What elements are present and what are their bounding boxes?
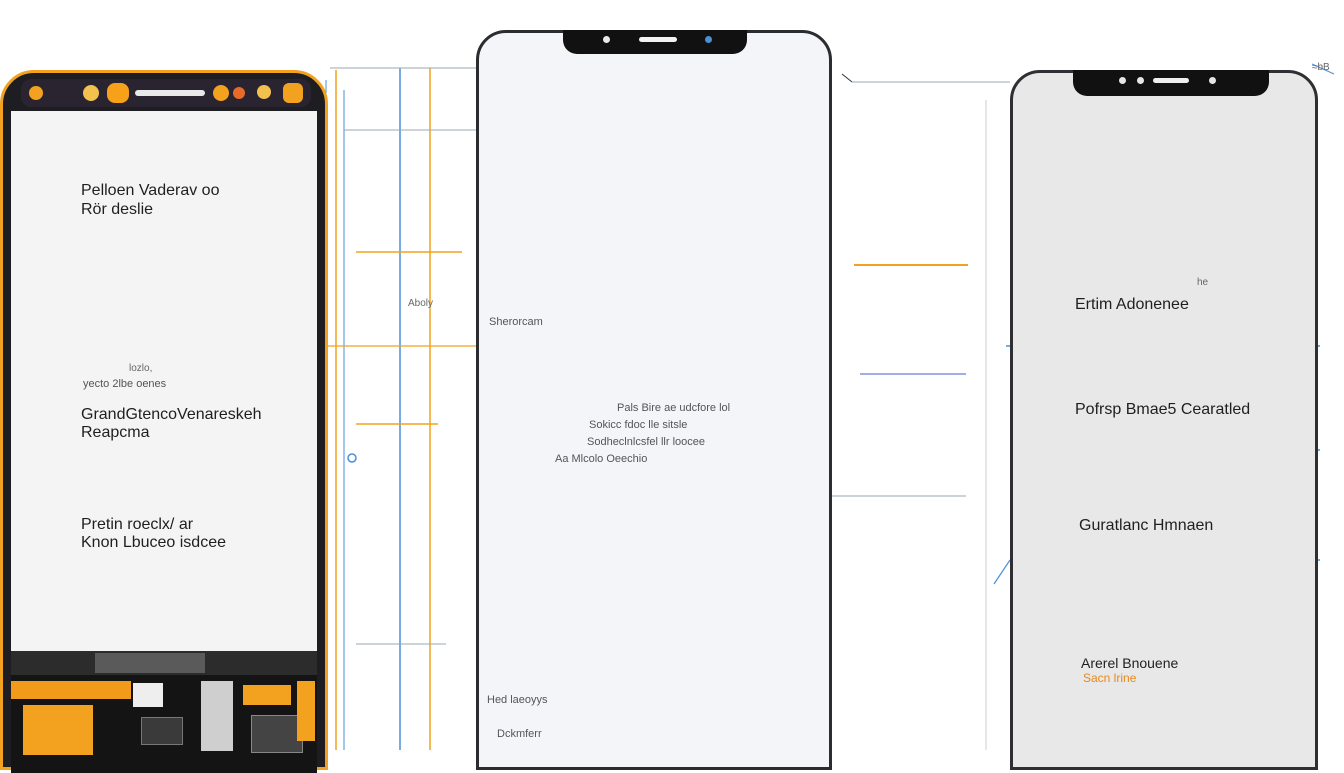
board-chip <box>251 715 303 753</box>
left-section3-line1: Pretin roeclx/ ar <box>81 516 194 533</box>
left-title-line1: Pelloen Vaderav oo <box>81 182 220 199</box>
mid-desc-line1: Pals Bire ae udcfore lol <box>617 402 731 414</box>
left-phone: Pelloen Vaderav oo Rör deslie lozlo, yec… <box>0 70 328 773</box>
right-small-label: he <box>1197 277 1209 288</box>
mid-callout-left: Aboly <box>408 298 434 309</box>
component-icon <box>233 87 245 99</box>
component-icon <box>83 85 99 101</box>
sensor-icon <box>1209 77 1216 84</box>
sensor-icon <box>705 36 712 43</box>
right-phone-notch <box>1073 70 1269 96</box>
left-title-line2: Rör deslie <box>81 201 154 218</box>
left-phone-top-bar <box>21 79 311 107</box>
left-section2-line1: GrandGtencoVenareskeh <box>81 406 262 423</box>
left-section2-line2: Reapcma <box>81 424 150 441</box>
speaker-grille <box>639 37 677 42</box>
right-section3: Guratlanc Hmnaen <box>1079 517 1214 534</box>
board-chip <box>201 681 233 751</box>
board-chip <box>243 685 291 705</box>
right-section2: Pofrsp Bmae5 Cearatled <box>1075 401 1251 418</box>
left-note-line1: lozlo, <box>129 363 153 374</box>
board-connector <box>95 653 205 673</box>
right-section4-line1: Arerel Bnouene <box>1081 655 1179 671</box>
sensor-icon <box>1137 77 1144 84</box>
left-phone-screen: Pelloen Vaderav oo Rör deslie lozlo, yec… <box>11 111 317 721</box>
board-chip <box>297 681 315 741</box>
middle-phone: Sherorcam Pals Bire ae udcfore lol Sokic… <box>476 30 832 770</box>
right-phone: he Ertim Adonenee Pofrsp Bmae5 Cearatled… <box>1010 70 1318 770</box>
right-corner-label: ≈bB <box>1312 62 1330 73</box>
mid-screen-label: Sherorcam <box>489 316 543 328</box>
component-icon <box>107 83 129 103</box>
mid-desc-line3: Sodheclnlcsfel llr loocee <box>587 436 706 448</box>
left-section3-line2: Knon Lbuceo isdcee <box>81 534 226 551</box>
mid-bottom-line2: Dckmferr <box>497 728 542 740</box>
middle-phone-notch <box>563 30 747 54</box>
left-note-line2: yecto 2lbe oenes <box>83 378 167 390</box>
speaker-grille <box>1153 78 1189 83</box>
camera-icon <box>1119 77 1126 84</box>
component-icon <box>257 85 271 99</box>
mid-bottom-line1: Hed laeoyys <box>487 694 548 706</box>
component-icon <box>29 86 43 100</box>
mid-desc-line4: Aa Mlcolo Oeechio <box>555 453 648 465</box>
camera-icon <box>603 36 610 43</box>
mid-desc-line2: Sokicc fdoc lle sitsle <box>589 419 688 431</box>
right-section1: Ertim Adonenee <box>1075 296 1189 313</box>
component-icon <box>213 85 229 101</box>
circuit-board <box>11 651 317 773</box>
speaker-grille <box>135 90 205 96</box>
board-chip <box>133 683 163 707</box>
board-chip <box>23 705 93 755</box>
right-section4-line2: Sacn lrine <box>1083 671 1137 685</box>
component-icon <box>283 83 303 103</box>
board-chip <box>11 681 131 699</box>
board-chip <box>141 717 183 745</box>
